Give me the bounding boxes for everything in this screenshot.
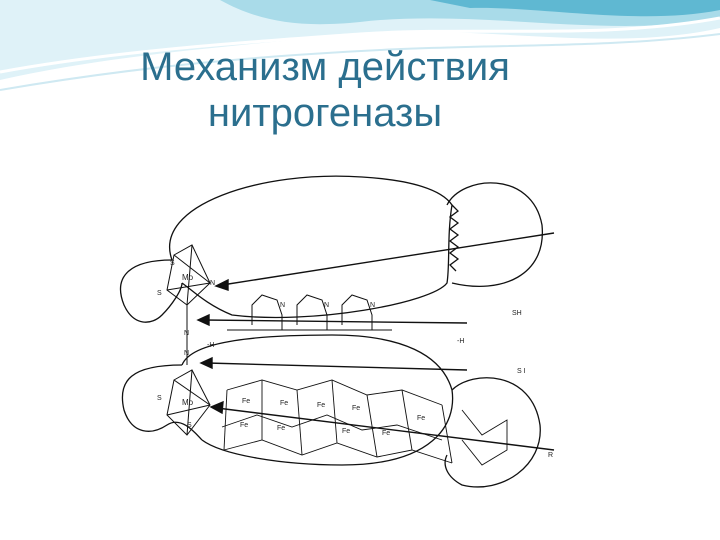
- mo-label-lower: Mo: [182, 398, 194, 407]
- fe-s-lattice: [221, 379, 508, 466]
- n-label-1: N: [210, 280, 215, 287]
- title-line-2: нитрогеназы: [207, 91, 443, 135]
- fe-label-5: Fe: [240, 422, 248, 429]
- pterin-rings: [227, 294, 392, 331]
- mo-label-upper: Mo: [182, 273, 194, 282]
- s-label-1: S: [170, 260, 175, 267]
- fe-label-1: Fe: [242, 398, 250, 405]
- n-label-4: N: [280, 302, 285, 309]
- fe-label-6: Fe: [277, 425, 285, 432]
- n-label-3: N: [184, 350, 189, 357]
- header-wave-banner: [0, 0, 720, 91]
- r-label: R: [548, 452, 553, 459]
- electron-flow-arrows: [196, 232, 555, 451]
- fe-label-9: Fe: [417, 415, 425, 422]
- fe-label-4: Fe: [352, 405, 360, 412]
- mo-cluster-upper: [166, 244, 211, 365]
- s-label-upper-right: S I: [517, 368, 526, 375]
- title-line-1: Механизм действия: [140, 45, 510, 89]
- fe-label-3: Fe: [317, 402, 325, 409]
- n-label-2: N: [184, 330, 189, 337]
- sh-label: SH: [512, 310, 522, 317]
- h-label-right: -H: [457, 338, 464, 345]
- fe-label-7: Fe: [342, 428, 350, 435]
- h-label-left: -H: [207, 342, 214, 349]
- page-title: Механизм действия нитрогеназы: [0, 44, 650, 136]
- protein-outlines: [119, 175, 543, 488]
- s-label-4: S: [187, 422, 192, 429]
- fe-label-8: Fe: [382, 430, 390, 437]
- fe-label-2: Fe: [280, 400, 288, 407]
- s-label-2: S: [157, 290, 162, 297]
- nitrogenase-mechanism-diagram: Mo S S N N N -H Mo S S N N N SH -H S I R: [119, 175, 555, 488]
- n-label-5: N: [324, 302, 329, 309]
- n-label-6: N: [370, 302, 375, 309]
- mo-cluster-lower: [166, 369, 211, 436]
- s-label-3: S: [157, 395, 162, 402]
